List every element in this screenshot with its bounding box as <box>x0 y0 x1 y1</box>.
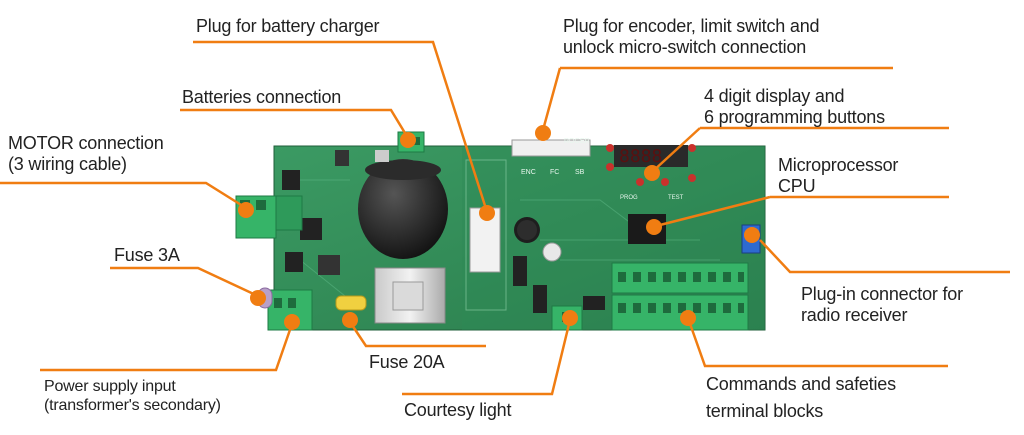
four-digit-display <box>614 145 688 167</box>
relay <box>513 256 527 286</box>
label-cpu: Microprocessor CPU <box>778 155 898 197</box>
label-radio-line1: Plug-in connector for <box>801 284 963 304</box>
prog-marking: PROG <box>620 195 638 201</box>
callout-fuse3 <box>110 266 259 298</box>
power-transistor <box>282 170 300 190</box>
callout-encoder <box>541 66 893 131</box>
label-radio-line2: radio receiver <box>801 305 908 325</box>
callout-display <box>651 126 949 173</box>
brand-marking: ROGER <box>564 138 590 145</box>
label-display-line1: 4 digit display and <box>704 86 845 106</box>
label-power-line1: Power supply input <box>44 378 176 395</box>
label-power-line2: (transformer's secondary) <box>44 397 221 414</box>
callout-batteries <box>180 108 410 139</box>
label-display-line2: 6 programming buttons <box>704 107 885 127</box>
label-radio: Plug-in connector for radio receiver <box>801 284 963 326</box>
callout-radio <box>759 239 1010 274</box>
test-marking: TEST <box>668 195 684 201</box>
label-display-buttons: 4 digit display and 6 programming button… <box>704 86 885 128</box>
label-commands-line2: terminal blocks <box>706 401 824 421</box>
label-encoder-line2: unlock micro-switch connection <box>563 37 807 57</box>
programming-buttons <box>606 144 696 186</box>
callout-motor <box>0 181 247 210</box>
label-motor-line2: (3 wiring cable) <box>8 154 127 174</box>
encoder-plug <box>511 139 591 157</box>
label-fuse-3a: Fuse 3A <box>114 245 180 265</box>
callout-battery-charger <box>193 40 489 213</box>
fuse-20a <box>335 295 367 311</box>
sb-marking: SB <box>575 169 585 176</box>
label-commands-line1: Commands and safeties <box>706 374 896 394</box>
display-digits: 8888 <box>619 146 662 167</box>
label-batteries: Batteries connection <box>182 87 342 107</box>
label-motor: MOTOR connection (3 wiring cable) <box>8 133 164 175</box>
callout-cpu <box>655 195 949 228</box>
label-power-supply: Power supply input (transformer's second… <box>44 377 221 415</box>
label-cpu-line2: CPU <box>778 176 816 196</box>
callout-dots <box>238 125 760 330</box>
callout-courtesy <box>402 319 572 396</box>
battery-charger-plug <box>469 207 501 273</box>
enc-marking: ENC <box>521 169 536 176</box>
label-motor-line1: MOTOR connection <box>8 133 164 153</box>
callout-lines <box>0 40 1010 396</box>
label-courtesy-light: Courtesy light <box>404 400 512 420</box>
label-battery-charger: Plug for battery charger <box>196 16 380 36</box>
callout-commands <box>686 317 948 368</box>
label-commands: Commands and safeties terminal blocks <box>706 371 896 425</box>
label-cpu-line1: Microprocessor <box>778 155 899 175</box>
callout-fuse20 <box>348 321 486 348</box>
label-fuse-20a: Fuse 20A <box>369 352 445 372</box>
electrolytic-capacitor <box>358 159 448 259</box>
callout-power <box>40 323 294 372</box>
fc-marking: FC <box>550 169 559 176</box>
label-encoder-line1: Plug for encoder, limit switch and <box>563 16 820 36</box>
label-encoder-plug: Plug for encoder, limit switch and unloc… <box>563 16 820 58</box>
